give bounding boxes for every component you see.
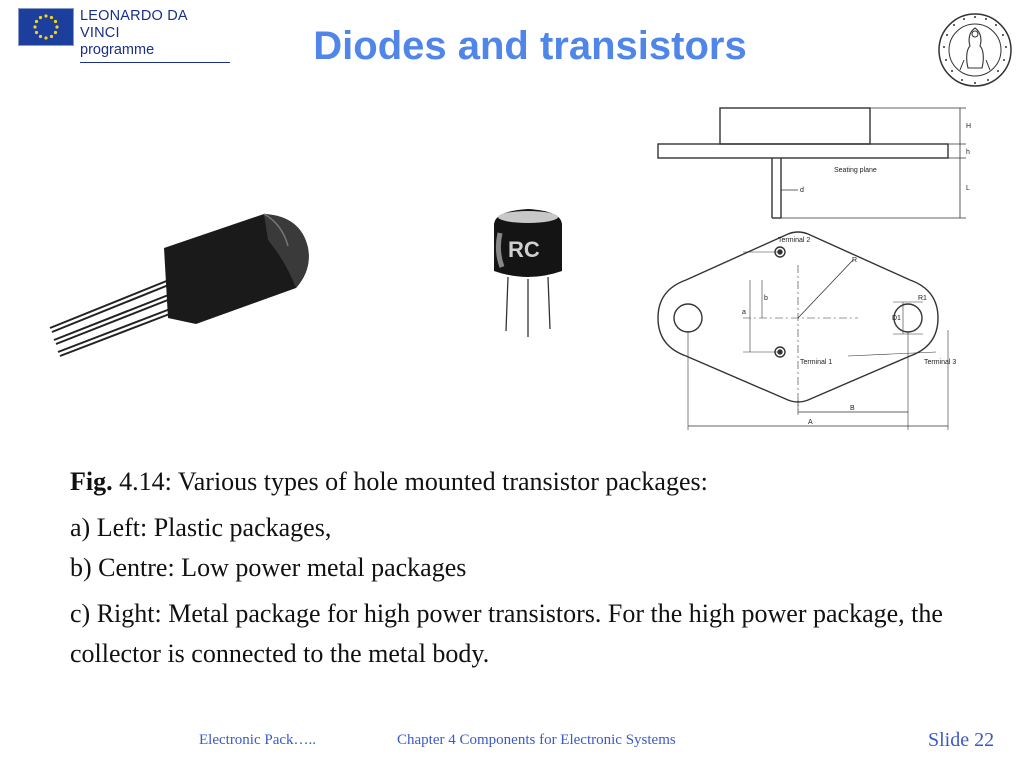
label-dim-b: b	[764, 295, 768, 302]
footer-chapter: Chapter 4 Components for Electronic Syst…	[397, 732, 676, 748]
caption-item-b: b) Centre: Low power metal packages	[70, 553, 467, 582]
logo-line-2: programme	[80, 42, 230, 63]
label-dim-A: A	[808, 419, 813, 426]
eu-flag-icon	[18, 8, 74, 46]
slide-number: Slide 22	[928, 729, 995, 751]
logo-line-1: LEONARDO DA VINCI	[80, 8, 187, 41]
metal-can-package-drawing: RC	[494, 209, 562, 337]
footer-course: Electronic Pack…..	[199, 732, 317, 748]
caption-item-c: c) Right: Metal package for high power t…	[70, 599, 943, 668]
plastic-package-drawing	[49, 213, 309, 357]
label-terminal-1: Terminal 1	[800, 359, 832, 366]
leonardo-da-vinci-logo: LEONARDO DA VINCI programme	[18, 8, 230, 63]
slide-title: Diodes and transistors	[313, 24, 747, 68]
label-seating-plane: Seating plane	[834, 167, 877, 174]
label-terminal-2: Terminal 2	[778, 237, 810, 244]
caption-fig-label: Fig.	[70, 467, 113, 496]
label-dim-R1: R1	[918, 295, 927, 302]
label-dim-h: h	[966, 149, 970, 156]
label-dim-D1: D1	[892, 315, 901, 322]
power-package-technical-drawing: Seating plane H h L d Terminal 2 Termina…	[657, 107, 971, 430]
caption-fig-text: 4.14: Various types of hole mounted tran…	[112, 467, 708, 496]
label-dim-a: a	[742, 309, 746, 316]
caption-item-a: a) Left: Plastic packages,	[70, 513, 332, 542]
slide-footer: Electronic Pack….. Chapter 4 Components …	[0, 729, 1024, 762]
label-dim-H: H	[966, 123, 971, 130]
figure-caption: Fig. 4.14: Various types of hole mounted…	[70, 462, 970, 674]
caption-figure-line: Fig. 4.14: Various types of hole mounted…	[70, 462, 970, 502]
label-dim-d: d	[800, 187, 804, 194]
label-dim-R: R	[852, 257, 857, 264]
metal-can-marking: RC	[508, 237, 540, 262]
university-seal-icon	[936, 10, 1014, 90]
label-dim-B: B	[850, 405, 855, 412]
label-dim-L: L	[966, 185, 970, 192]
label-terminal-3: Terminal 3	[924, 359, 956, 366]
transistor-packages-figure: RC	[36, 100, 986, 445]
